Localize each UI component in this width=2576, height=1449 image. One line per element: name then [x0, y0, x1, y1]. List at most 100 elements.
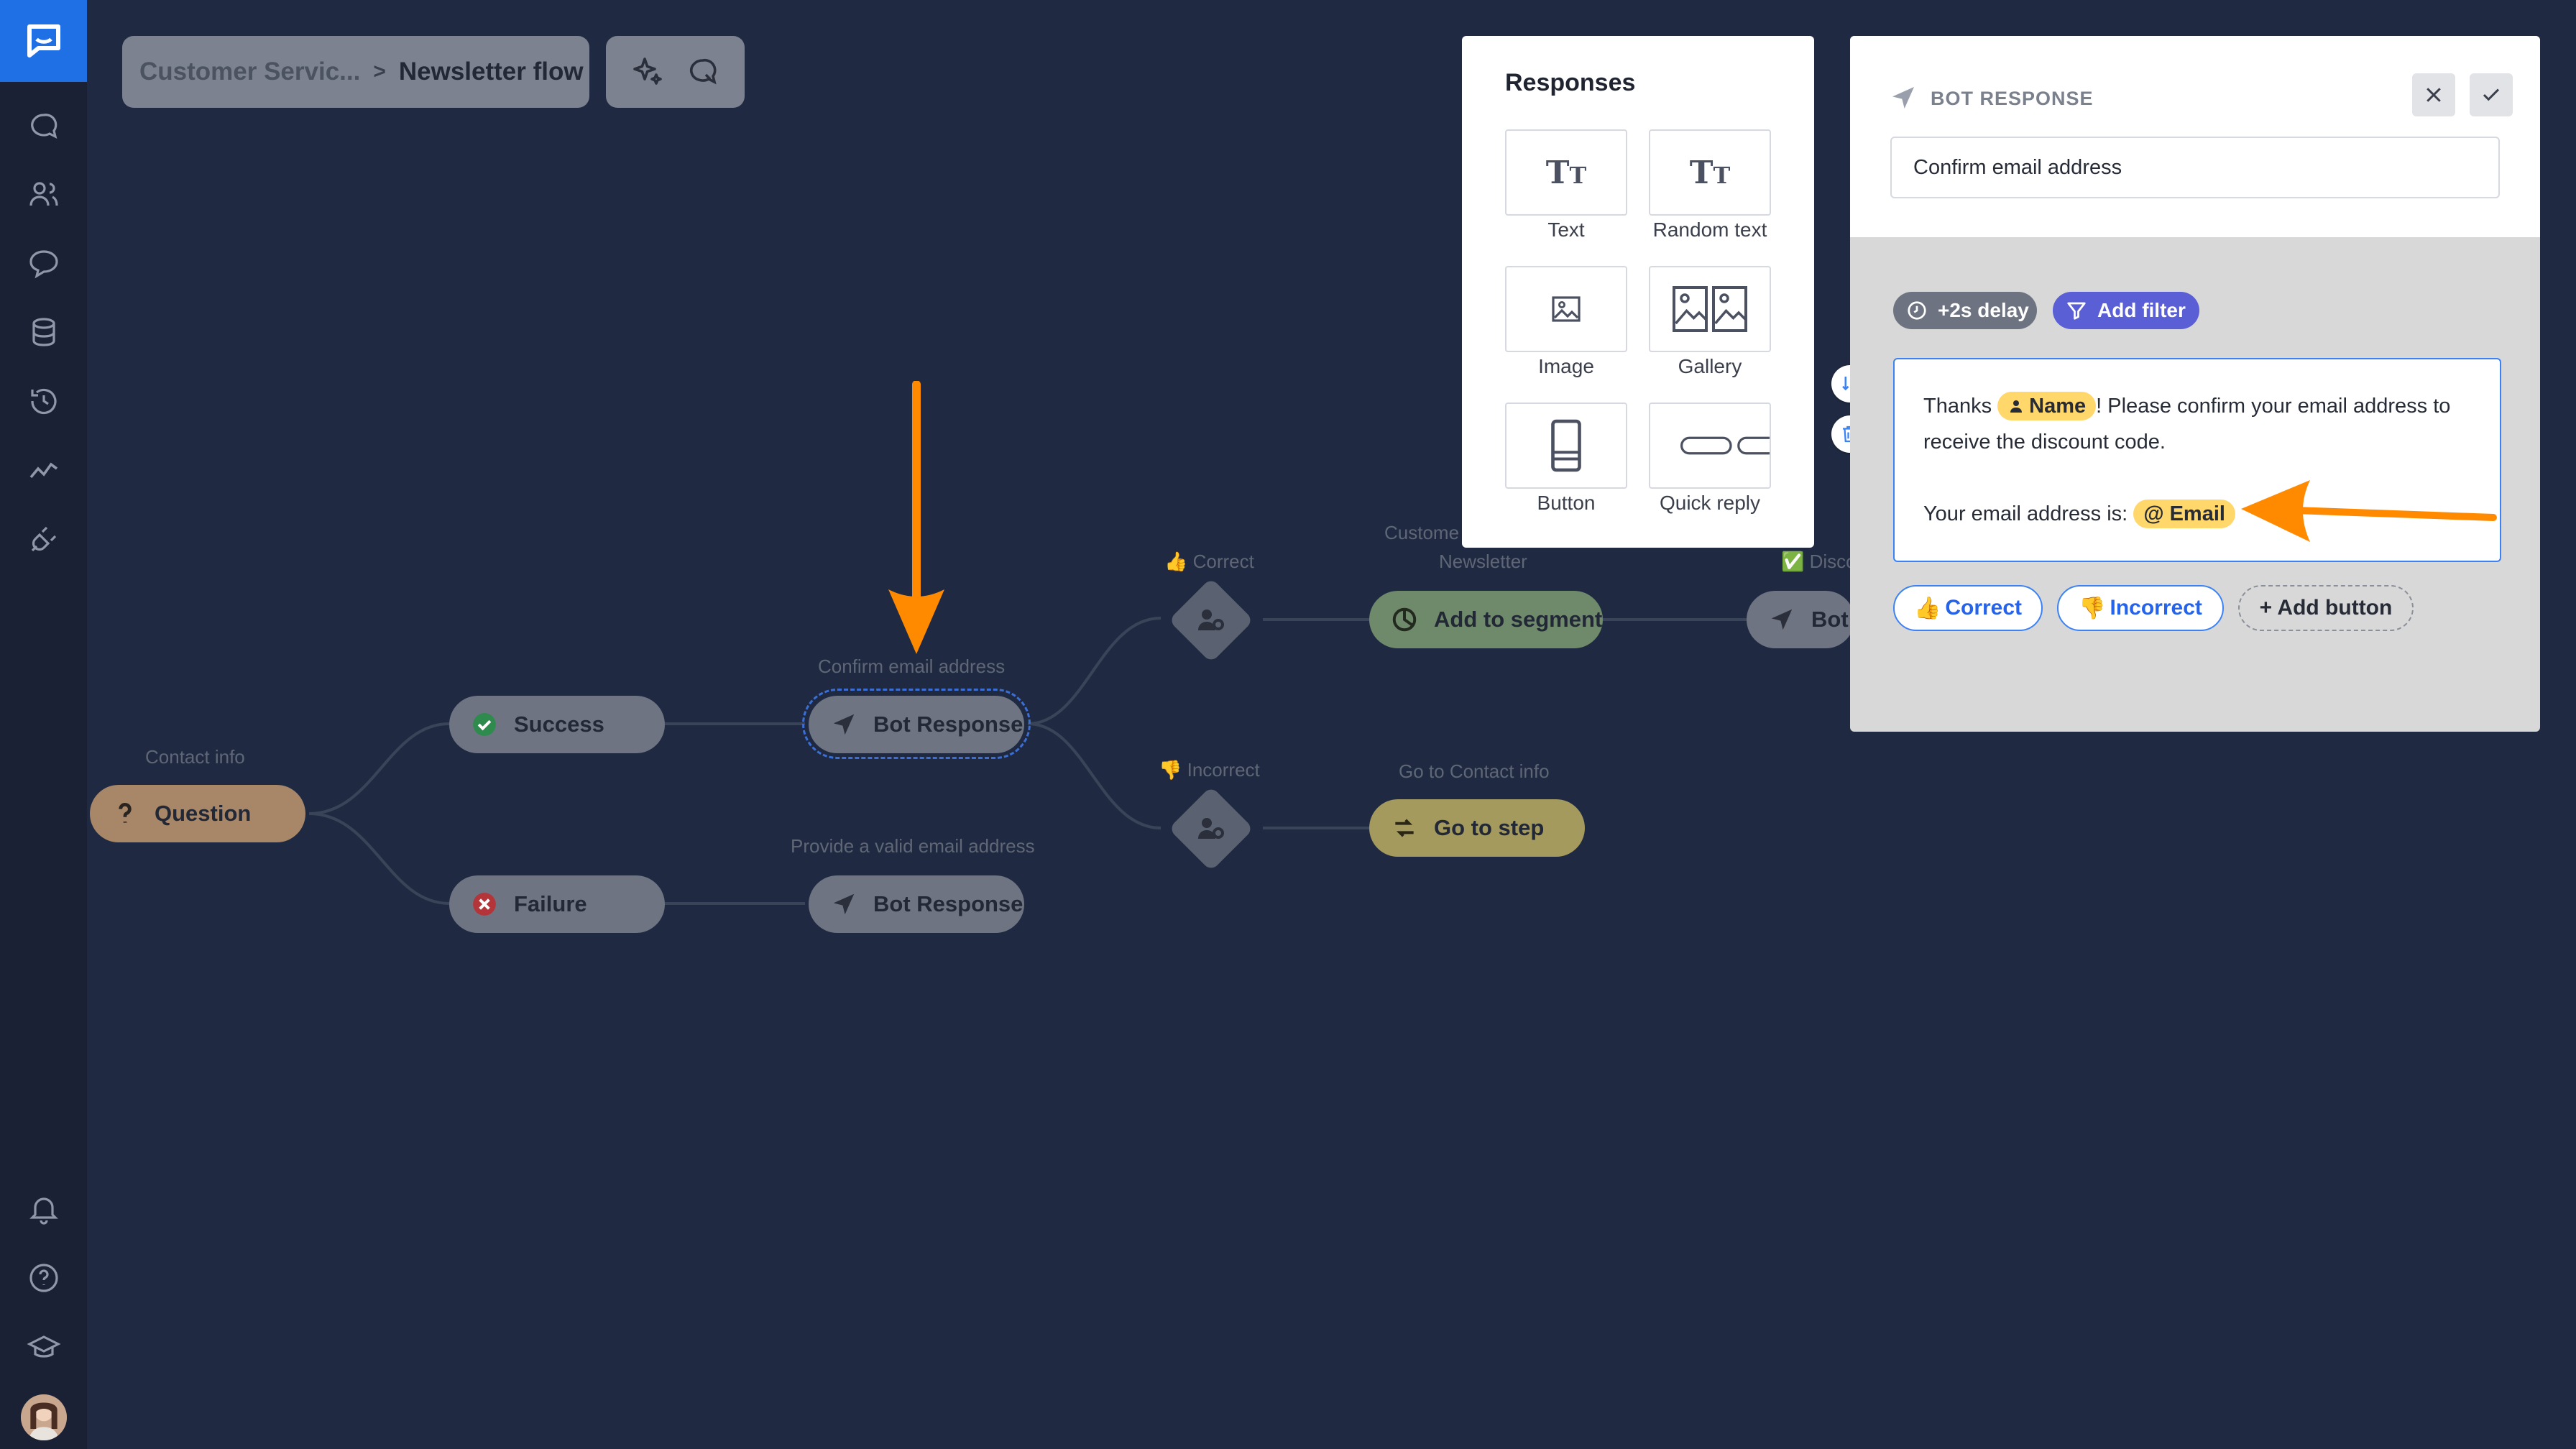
text-tile[interactable]: TT: [1505, 129, 1627, 216]
question-node[interactable]: Question: [90, 785, 305, 842]
history-icon[interactable]: [25, 382, 63, 420]
selected-outline: [802, 689, 1031, 759]
x-circle-icon: [471, 891, 498, 918]
clock-icon: [1908, 301, 1926, 320]
editor-header: BOT RESPONSE Confirm email address: [1850, 36, 2540, 237]
delay-label: +2s delay: [1938, 299, 2029, 321]
bot-response-node-right[interactable]: Bot: [1747, 591, 1854, 648]
editor-title: BOT RESPONSE: [1931, 88, 2094, 109]
question-caption: Contact info: [145, 746, 245, 768]
academy-icon[interactable]: [25, 1330, 63, 1367]
button-tile[interactable]: [1505, 402, 1627, 489]
quick-reply-tile-label: Quick reply: [1659, 492, 1761, 514]
quick-reply-icon: [1680, 436, 1770, 455]
text-icon: TT: [1545, 154, 1587, 191]
bot-response-node-selected[interactable]: Bot Response: [809, 696, 1024, 753]
notifications-icon[interactable]: [25, 1190, 63, 1228]
add-to-segment-node[interactable]: Add to segment: [1369, 591, 1603, 648]
gallery-tile-label: Gallery: [1678, 355, 1742, 377]
analytics-icon[interactable]: [25, 451, 63, 489]
help-icon[interactable]: [25, 1259, 63, 1297]
message-line-2: Your email address is: @Email: [1923, 496, 2471, 532]
chats-icon[interactable]: [25, 108, 63, 145]
sidebar: [0, 0, 87, 1449]
bot-top-caption: Confirm email address: [818, 656, 1006, 677]
responses-panel: Responses TT Text TT Random text Image G…: [1462, 36, 1814, 548]
annotation-arrow-left: [2241, 480, 2497, 542]
chat-logo-icon: [27, 24, 60, 58]
random-text-tile-label: Random text: [1652, 218, 1767, 241]
correct-quick-reply-button[interactable]: 👍Correct: [1893, 585, 2043, 631]
sparkle-icon[interactable]: [630, 55, 665, 89]
add-button-button[interactable]: + Add button: [2238, 585, 2414, 631]
gallery-tile[interactable]: [1649, 266, 1771, 352]
random-text-icon: TT: [1689, 154, 1731, 191]
image-tile[interactable]: [1505, 266, 1627, 352]
message-line-1: Thanks Name! Please confirm your email a…: [1923, 388, 2471, 460]
annotation-arrow-down: [888, 381, 944, 654]
response-name-input[interactable]: Confirm email address: [1890, 137, 2500, 198]
integrations-icon[interactable]: [25, 520, 63, 558]
close-button[interactable]: [2412, 73, 2455, 116]
bot-right-label: Bot: [1811, 607, 1849, 632]
email-variable-chip[interactable]: @Email: [2133, 500, 2235, 528]
random-text-tile[interactable]: TT: [1649, 129, 1771, 216]
bot-response-editor: BOT RESPONSE Confirm email address +2s d…: [1850, 36, 2540, 732]
gallery-icon: [1673, 286, 1747, 332]
avatar[interactable]: [21, 1394, 67, 1440]
stories-icon[interactable]: [25, 244, 63, 282]
segment-label: Add to segment: [1434, 607, 1603, 632]
responses-title: Responses: [1505, 69, 1636, 96]
name-variable-chip[interactable]: Name: [1997, 392, 2097, 420]
go-to-icon: [1391, 814, 1418, 842]
success-node[interactable]: Success: [449, 696, 665, 753]
add-filter-button[interactable]: Add filter: [2053, 292, 2199, 329]
segment-caption-line2: Newsletter: [1439, 551, 1527, 572]
check-circle-icon: [471, 711, 498, 738]
success-label: Success: [514, 712, 604, 737]
failure-node[interactable]: Failure: [449, 875, 665, 933]
thumbs-up-icon: 👍: [1913, 596, 1941, 620]
breadcrumb-parent[interactable]: Customer Servic...: [139, 58, 361, 86]
question-label: Question: [155, 801, 252, 826]
button-tile-label: Button: [1537, 492, 1596, 514]
bot-top-label: Bot Response: [873, 712, 1024, 737]
app-logo[interactable]: [0, 0, 87, 82]
confirm-button[interactable]: [2470, 73, 2513, 116]
quick-reply-tile[interactable]: [1649, 402, 1771, 489]
pie-chart-icon: [1391, 606, 1418, 633]
segment-caption-line1: Custome: [1384, 522, 1460, 543]
image-tile-label: Image: [1538, 355, 1594, 377]
chevron-right-icon: >: [373, 60, 386, 83]
bot-right-caption: ✅ Disco: [1781, 551, 1857, 572]
toolbar: [606, 36, 745, 108]
thumbs-down-icon: 👎: [2079, 596, 2106, 620]
bot-bottom-label: Bot Response: [873, 891, 1024, 916]
go-to-step-node[interactable]: Go to step: [1369, 799, 1585, 857]
image-icon: [1552, 296, 1581, 322]
message-text-area[interactable]: Thanks Name! Please confirm your email a…: [1893, 358, 2501, 562]
correct-caption: 👍 Correct: [1164, 551, 1254, 572]
close-icon: [2426, 88, 2441, 102]
question-mark-icon: [111, 800, 139, 827]
incorrect-caption: 👎 Incorrect: [1159, 759, 1260, 781]
filter-icon: [2067, 302, 2086, 320]
paper-plane-icon: [1768, 606, 1795, 633]
contacts-icon[interactable]: [25, 175, 63, 213]
incorrect-quick-reply-button[interactable]: 👎Incorrect: [2057, 585, 2224, 631]
database-icon[interactable]: [25, 313, 63, 351]
button-icon: [1551, 419, 1581, 472]
goto-label: Go to step: [1434, 815, 1545, 840]
paper-plane-icon: [1892, 87, 1914, 109]
goto-caption: Go to Contact info: [1399, 760, 1550, 782]
bot-response-node-failure[interactable]: Bot Response: [809, 875, 1024, 933]
test-chat-icon[interactable]: [686, 55, 720, 89]
text-tile-label: Text: [1547, 218, 1585, 241]
delay-badge[interactable]: +2s delay: [1893, 292, 2037, 329]
user-gear-icon: [1190, 807, 1233, 850]
check-icon: [2483, 88, 2500, 101]
filter-label: Add filter: [2097, 299, 2186, 321]
user-icon: [2010, 400, 2023, 413]
failure-label: Failure: [514, 891, 587, 916]
bot-bottom-caption: Provide a valid email address: [791, 835, 1035, 857]
